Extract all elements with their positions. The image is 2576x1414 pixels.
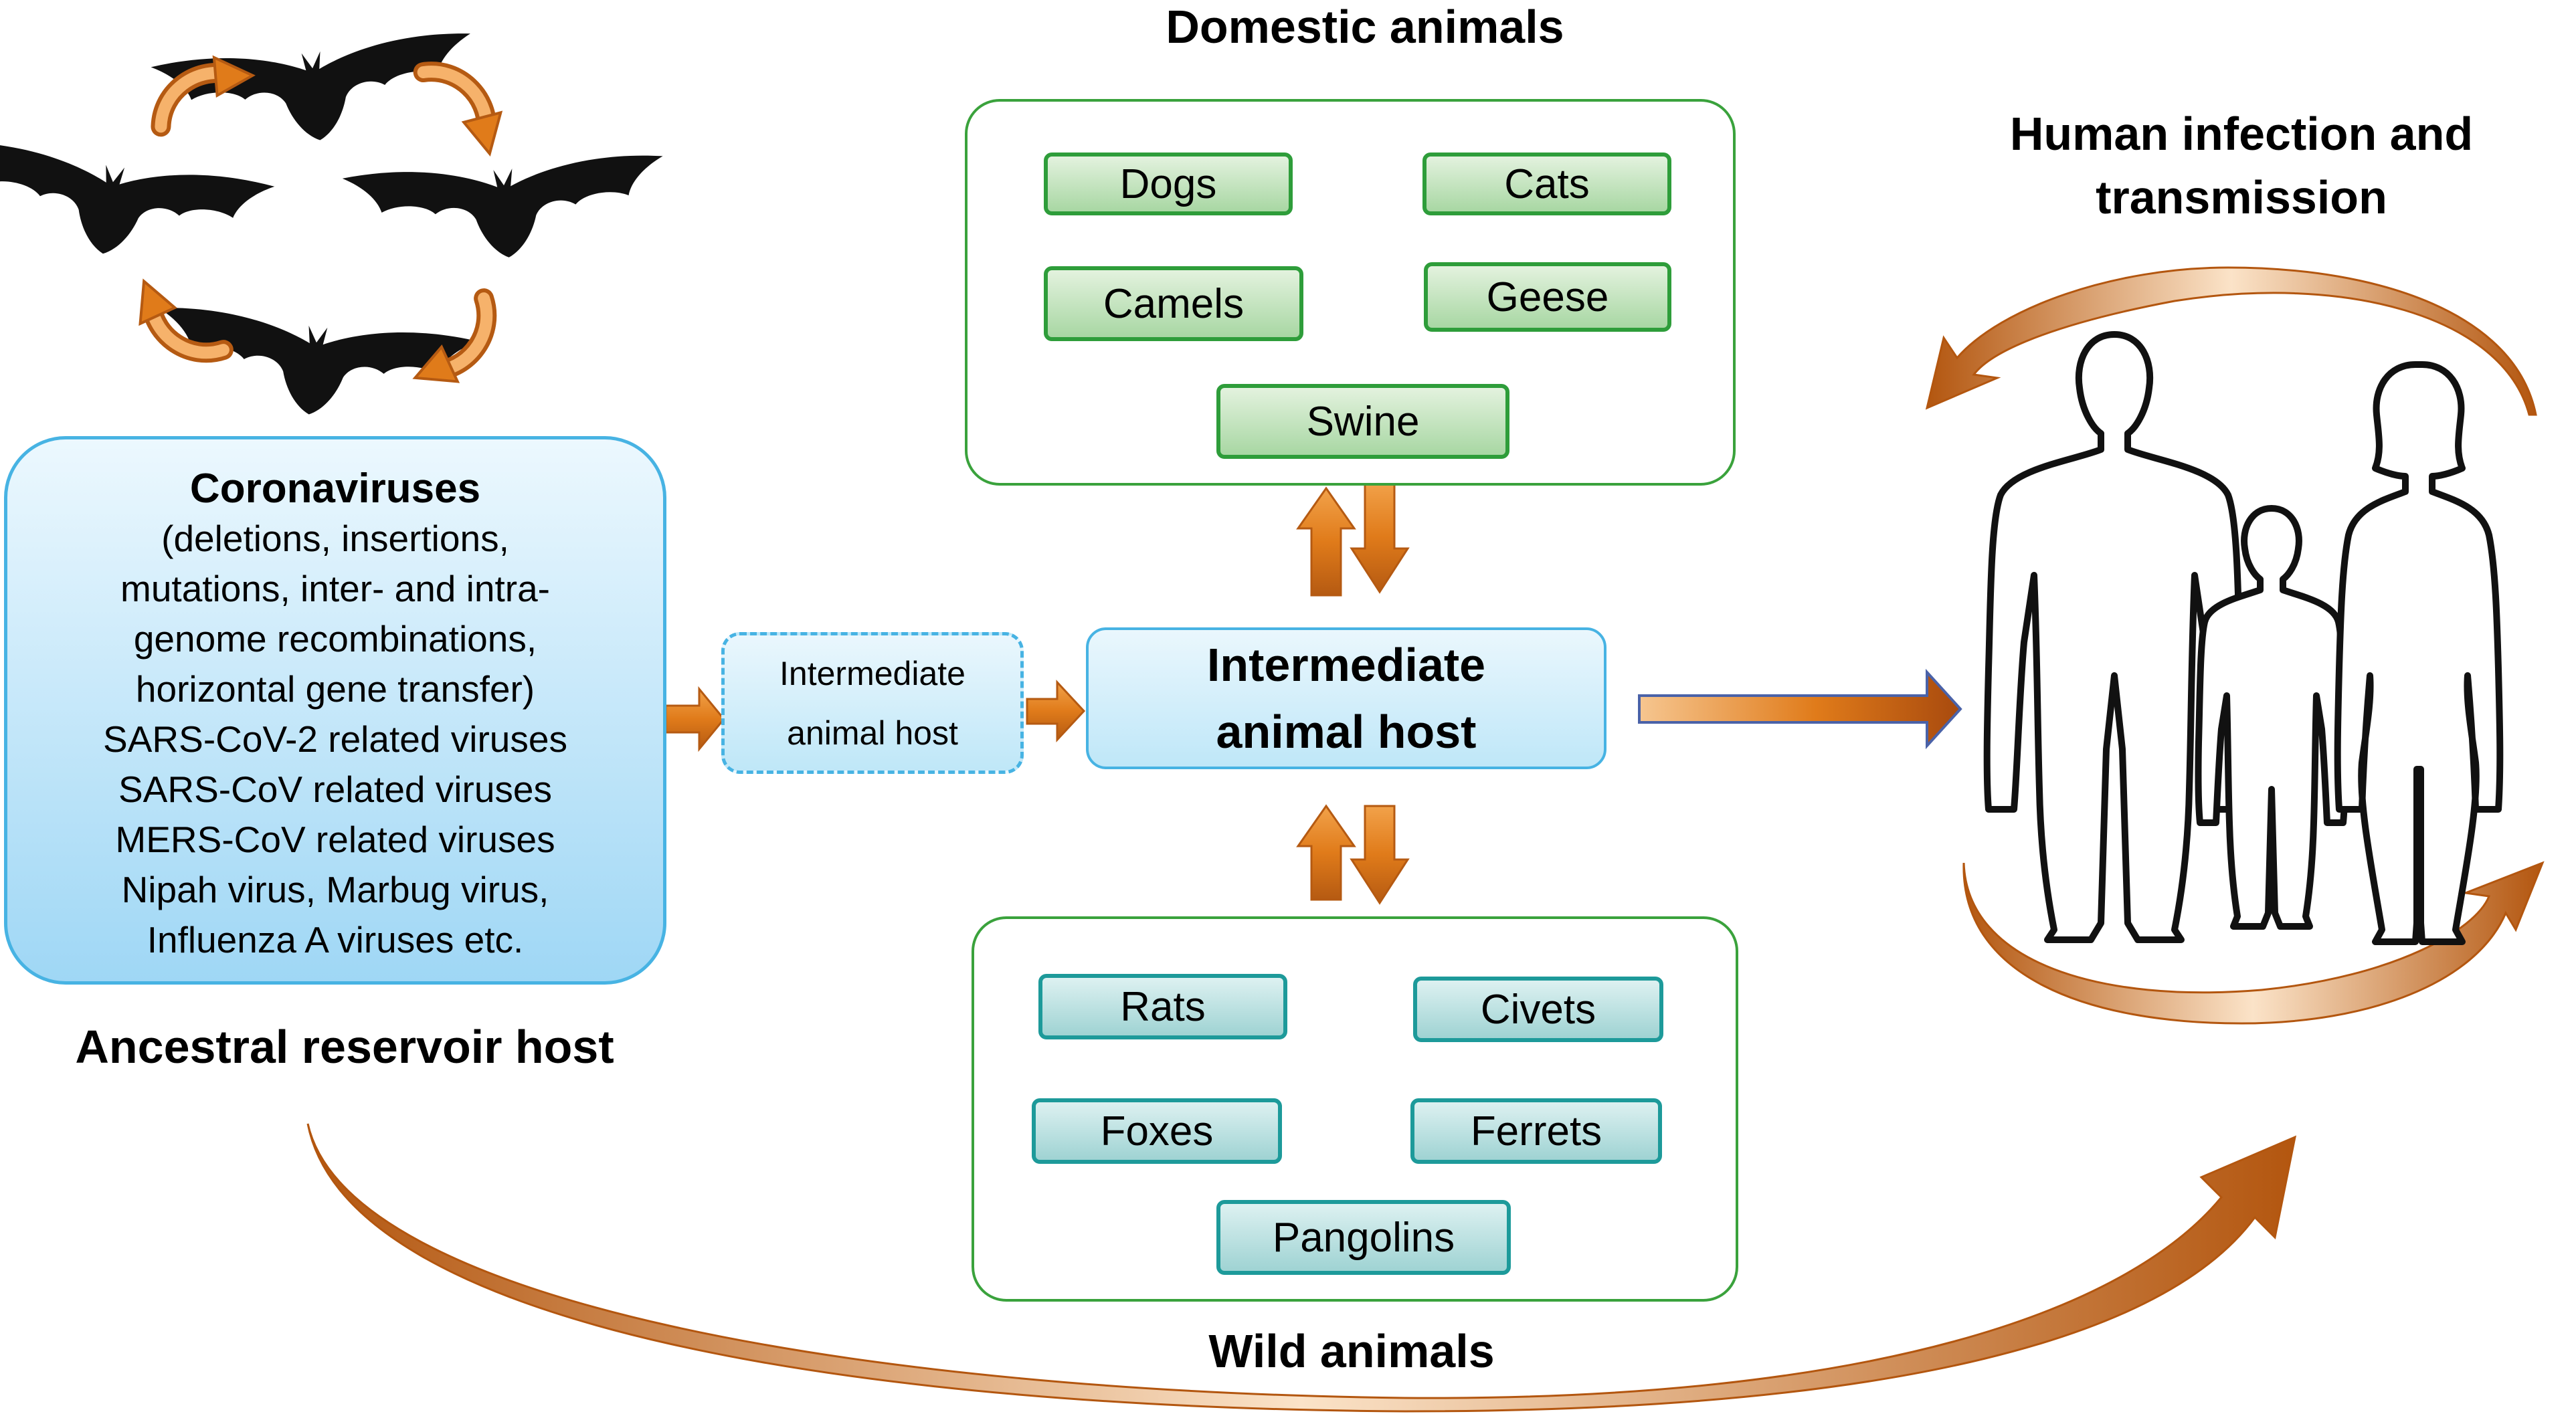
cycle-arrow-icon (424, 49, 516, 162)
wild-animal-chip: Foxes (1032, 1098, 1282, 1164)
human-heading-line2: transmission (2096, 171, 2387, 223)
intermediate-host-box: Intermediate animal host (1086, 627, 1606, 769)
coronaviruses-box: Coronaviruses (deletions, insertions, mu… (4, 436, 666, 985)
domestic-animal-chip: Camels (1044, 266, 1303, 341)
domestic-animal-chip: Swine (1216, 384, 1509, 459)
coronavirus-line: Nipah virus, Marbug virus, (121, 869, 549, 910)
domestic-animals-heading: Domestic animals (1166, 1, 1564, 53)
wild-animals-heading: Wild animals (1208, 1325, 1495, 1377)
ancestral-reservoir-heading: Ancestral reservoir host (75, 1021, 614, 1073)
arrow-up-down-icon (1296, 480, 1410, 597)
wild-animal-chip: Civets (1413, 977, 1663, 1042)
domestic-animal-chip: Geese (1424, 262, 1671, 332)
coronavirus-line: Influenza A viruses etc. (147, 919, 524, 961)
arrow-right-icon (306, 1123, 2297, 1413)
coronavirus-line: SARS-CoV-2 related viruses (103, 718, 567, 760)
coronavirus-line: (deletions, insertions, (161, 518, 509, 559)
coronavirus-line: mutations, inter- and intra- (120, 568, 550, 609)
coronavirus-line: horizontal gene transfer) (135, 668, 535, 710)
intermediate-host-dashed-box: Intermediate animal host (721, 632, 1024, 774)
wild-animal-chip: Pangolins (1216, 1200, 1511, 1275)
intermediate-host-line2: animal host (1216, 706, 1477, 758)
arrow-up-down-icon (1296, 804, 1410, 905)
intermediate-host-line1: Intermediate (1206, 639, 1486, 691)
coronavirus-line: MERS-CoV related viruses (115, 819, 555, 860)
arrow-right-icon (1638, 668, 1962, 750)
bat-icon (151, 31, 480, 157)
domestic-animal-chip: Cats (1422, 153, 1671, 215)
bat-icon (342, 153, 669, 269)
human-heading-line1: Human infection and (2009, 108, 2474, 160)
arrow-right-icon (1026, 680, 1086, 742)
human-silhouette-icon (1983, 331, 2504, 945)
intermediate-host-dashed-line1: Intermediate (779, 654, 965, 692)
bat-icon (0, 139, 275, 276)
wild-animal-chip: Rats (1038, 974, 1287, 1039)
arrow-right-icon (664, 686, 725, 752)
cycle-arrow-icon (1925, 266, 2537, 416)
coronavirus-line: SARS-CoV related viruses (118, 769, 553, 810)
wild-animal-chip: Ferrets (1410, 1098, 1662, 1164)
cycle-arrow-icon (1962, 861, 2545, 1025)
coronavirus-line: genome recombinations, (133, 618, 537, 660)
domestic-animal-chip: Dogs (1044, 153, 1293, 215)
intermediate-host-dashed-line2: animal host (787, 714, 958, 752)
coronaviruses-title: Coronaviruses (189, 466, 481, 512)
